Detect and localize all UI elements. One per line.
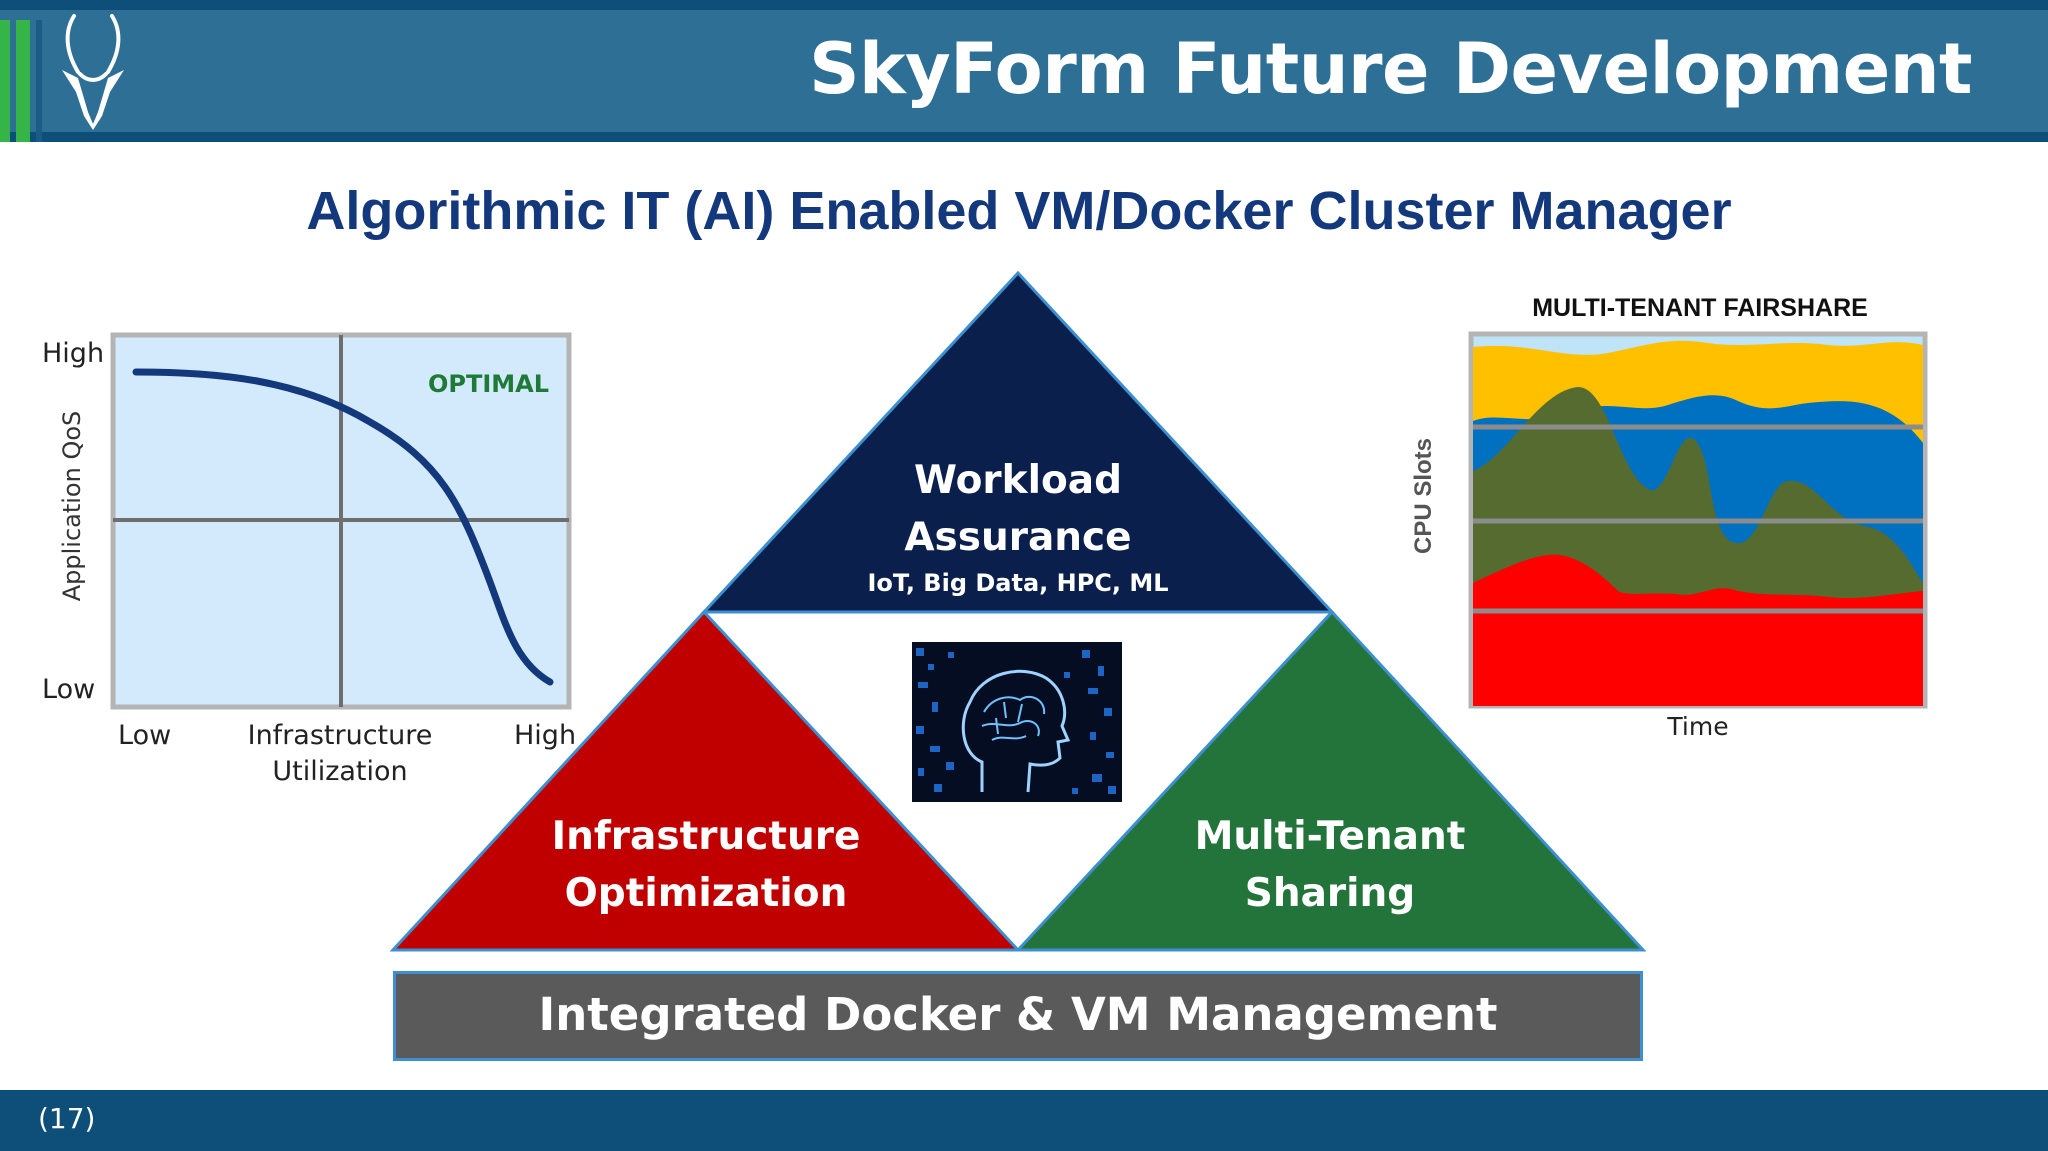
header-bar: SkyForm Future Development bbox=[0, 0, 2048, 142]
qos-y-low-label: Low bbox=[42, 674, 96, 705]
qos-x-low-label: Low bbox=[118, 720, 172, 751]
accent-stripe bbox=[0, 20, 10, 142]
fairshare-layer-red bbox=[1473, 554, 1923, 706]
workload-assurance-triangle bbox=[700, 270, 1336, 614]
accent-stripe bbox=[36, 20, 42, 142]
qos-y-high-label: High bbox=[42, 338, 105, 369]
fairshare-y-axis-label: CPU Slots bbox=[1410, 438, 1437, 555]
sharing-title-line1: Multi-Tenant bbox=[1194, 814, 1466, 859]
antelope-logo-icon bbox=[62, 14, 124, 130]
fairshare-chart-title: MULTI-TENANT FAIRSHARE bbox=[1532, 294, 1868, 322]
infra-title-line2: Optimization bbox=[564, 871, 848, 916]
workload-assurance-label: Workload Assurance IoT, Big Data, HPC, M… bbox=[860, 452, 1176, 600]
fairshare-x-axis-label: Time bbox=[1667, 712, 1729, 741]
workload-title-line1: Workload bbox=[914, 458, 1122, 503]
qos-chart bbox=[110, 332, 572, 710]
qos-x-axis-label: Infrastructure Utilization bbox=[240, 718, 440, 790]
integrated-management-bar: Integrated Docker & VM Management bbox=[393, 971, 1643, 1061]
qos-y-axis-label: Application QoS bbox=[58, 410, 86, 602]
qos-x-high-label: High bbox=[514, 720, 577, 751]
qos-x-axis-label-line2: Utilization bbox=[272, 756, 408, 787]
ai-brain-image bbox=[912, 642, 1122, 802]
optimal-region-label: OPTIMAL bbox=[428, 370, 550, 398]
workload-subtitle: IoT, Big Data, HPC, ML bbox=[867, 569, 1169, 597]
infra-title-line1: Infrastructure bbox=[551, 814, 861, 859]
capability-pyramid bbox=[390, 270, 1646, 952]
sharing-title-line2: Sharing bbox=[1244, 871, 1416, 916]
multi-tenant-sharing-triangle bbox=[1014, 609, 1646, 952]
slide-subtitle: Algorithmic IT (AI) Enabled VM/Docker Cl… bbox=[306, 181, 1732, 241]
footer-bar: (17) bbox=[0, 1090, 2048, 1151]
workload-title-line2: Assurance bbox=[904, 515, 1132, 560]
infrastructure-optimization-triangle bbox=[390, 609, 1022, 952]
qos-x-axis-label-line1: Infrastructure bbox=[247, 720, 433, 751]
multi-tenant-sharing-label: Multi-Tenant Sharing bbox=[1130, 808, 1530, 922]
qos-curve bbox=[132, 368, 554, 686]
accent-stripe bbox=[16, 20, 30, 142]
infrastructure-optimization-label: Infrastructure Optimization bbox=[506, 808, 906, 922]
page-title: SkyForm Future Development bbox=[809, 28, 1972, 110]
fairshare-chart bbox=[1468, 331, 1928, 709]
ai-brain-icon bbox=[916, 648, 1116, 794]
page-number: (17) bbox=[38, 1102, 96, 1135]
